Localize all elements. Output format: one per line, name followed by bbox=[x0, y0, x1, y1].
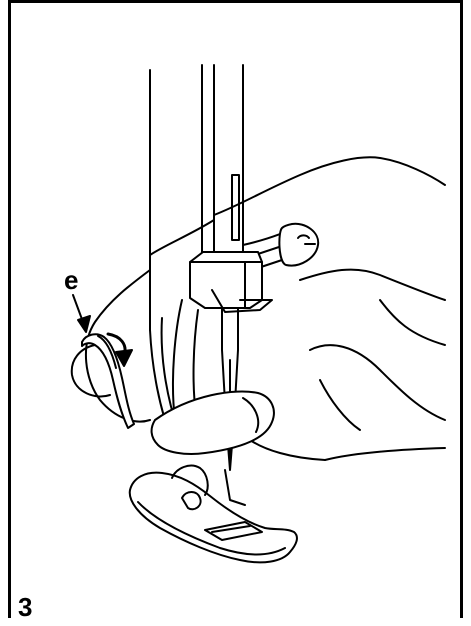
needle-clamp-screw bbox=[255, 224, 318, 268]
presser-foot bbox=[130, 466, 297, 563]
needle-clamp bbox=[190, 252, 272, 312]
hand-left bbox=[72, 220, 214, 422]
step-number: 3 bbox=[18, 594, 32, 620]
callout-label-e: e bbox=[64, 267, 78, 293]
arrow-icon bbox=[73, 295, 90, 332]
